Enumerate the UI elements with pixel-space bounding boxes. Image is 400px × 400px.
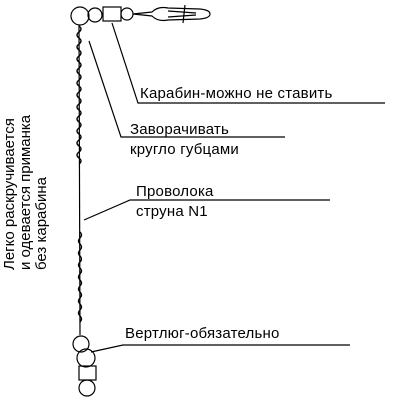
leader-line-twist — [88, 40, 285, 138]
carabiner-snap — [132, 4, 211, 24]
side-note: Легко раскручивается и одевается приманк… — [1, 45, 50, 270]
top-split-rings — [87, 7, 103, 23]
side-note-line3: без карабина — [33, 177, 50, 270]
swivel-label: Вертлюг-обязательно — [125, 325, 280, 342]
main-wire — [78, 24, 81, 336]
upper-connector — [102, 6, 134, 22]
carabiner-label: Карабин-можно не ставить — [140, 85, 333, 102]
wire-label-line2: струна N1 — [136, 203, 208, 220]
bottom-swivel — [72, 335, 97, 397]
leader-line-wire — [83, 199, 330, 221]
leader-line-carabiner — [111, 22, 385, 104]
side-note-line1: Легко раскручивается — [1, 118, 18, 270]
twist-label-line2: кругло губцами — [130, 141, 239, 158]
wire-label-line1: Проволока — [136, 183, 214, 200]
upper-twist — [76, 25, 82, 165]
twist-label-line1: Заворачивать — [130, 121, 229, 138]
lower-twist — [77, 231, 83, 323]
top-loop — [70, 6, 90, 26]
leader-line-swivel — [90, 344, 350, 353]
side-note-line2: и одевается приманка — [17, 114, 34, 270]
